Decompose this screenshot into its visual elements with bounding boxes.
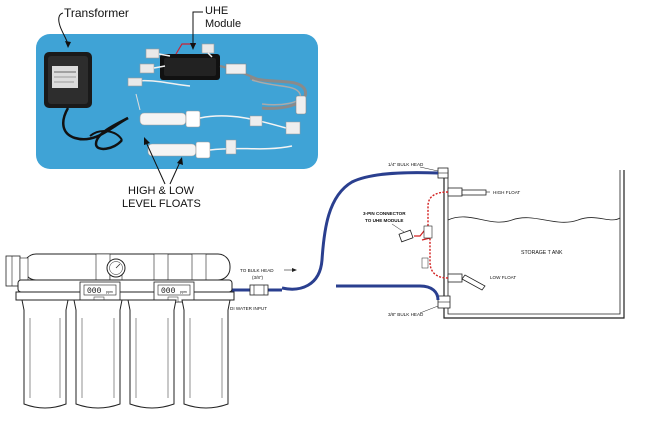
water-surface [447, 216, 621, 223]
tds-display-left: 000 ppm [79, 281, 121, 303]
high-float-label: HIGH FLOAT [493, 190, 520, 195]
tube-to-quarter-bulkhead [281, 171, 439, 291]
tds-readout-right: 000 [161, 287, 176, 296]
bulkhead-three-eighth-label: 3/8" BULK HEAD [388, 312, 424, 317]
storage-tank: STORAGE T ANK [443, 170, 625, 319]
filter-canisters [21, 299, 231, 409]
uhe-module-image [127, 43, 307, 115]
to-bulk-head-label: TO BULK HEAD [240, 268, 274, 273]
high-float: HIGH FLOAT [447, 187, 520, 197]
connector-label-line1: 3-PIN CONNECTOR [363, 211, 406, 216]
storage-tank-label: STORAGE T ANK [521, 250, 563, 256]
ro-filter-unit: 000 ppm 000 ppm [5, 253, 235, 409]
photo-callouts: Transformer UHE Module HIGH & LOW LEVEL … [58, 5, 241, 210]
tds-unit-left: ppm [106, 290, 113, 294]
low-float: LOW FLOAT [447, 273, 516, 291]
connector-label-line2: TO UHE MODULE [365, 218, 403, 223]
floats-label-line2: LEVEL FLOATS [122, 198, 201, 210]
low-float-label: LOW FLOAT [490, 275, 516, 280]
uhe-label-line1: UHE [205, 5, 228, 17]
tds-unit-right: ppm [180, 290, 187, 294]
tds-display-right: 000 ppm [153, 281, 195, 303]
float-wiring: 3-PIN CONNECTOR TO UHE MODULE [363, 191, 449, 279]
bulk-heads: 1/4" BULK HEAD 3/8" BULK HEAD [388, 162, 451, 317]
photo-background [36, 34, 318, 169]
transformer-label: Transformer [64, 6, 129, 20]
tubing: TO BULK HEAD (3/8") DI WATER INPUT [224, 171, 440, 311]
to-bulk-head-size-label: (3/8") [252, 275, 264, 280]
tds-readout-left: 000 [87, 287, 102, 296]
bulkhead-quarter-label: 1/4" BULK HEAD [388, 162, 424, 167]
product-photo [36, 34, 318, 169]
3pin-connector [398, 229, 414, 243]
uhe-label-line2: Module [205, 18, 241, 30]
level-floats-image [135, 93, 301, 159]
tube-from-three-eighth-bulkhead [336, 284, 440, 301]
di-water-input-label: DI WATER INPUT [230, 306, 267, 311]
floats-label-line1: HIGH & LOW [128, 185, 195, 197]
transformer-image [44, 52, 129, 151]
